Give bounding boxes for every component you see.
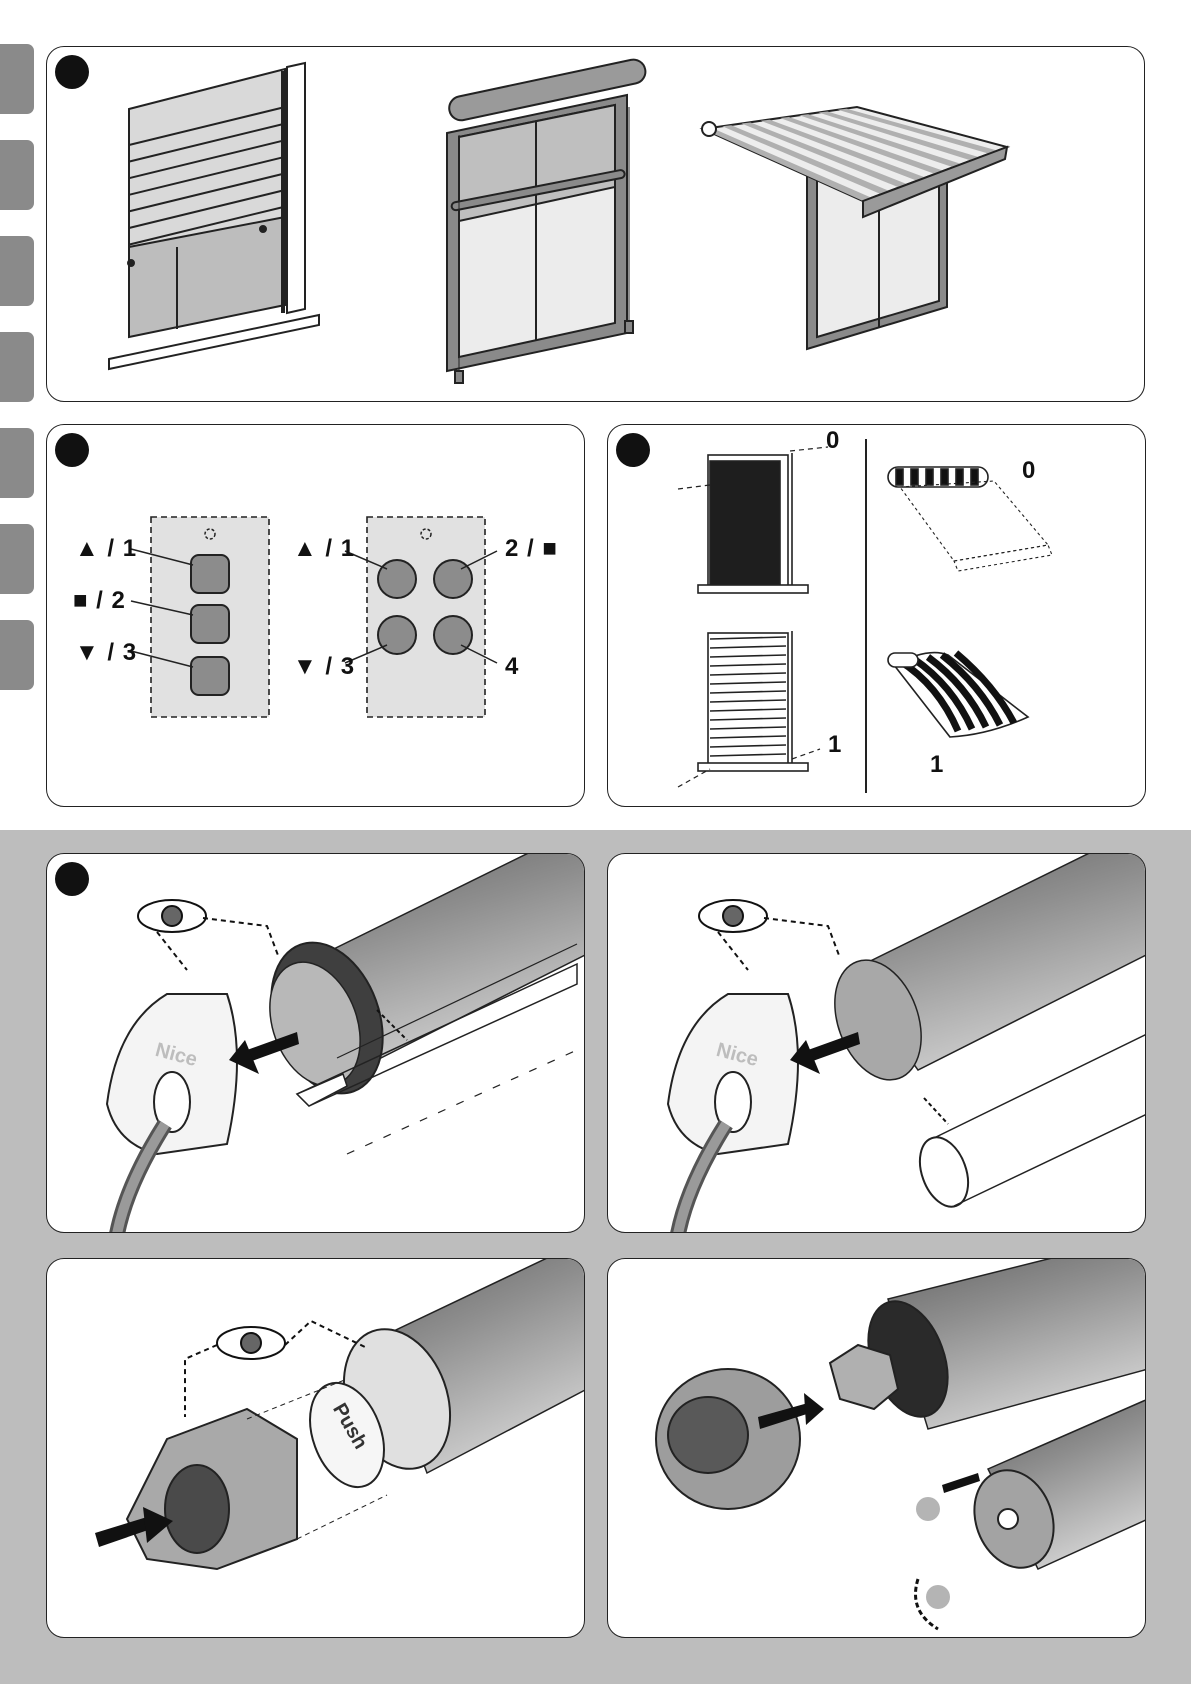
crown-adapter-illustration xyxy=(47,1259,585,1638)
single-button-up xyxy=(191,555,229,593)
panel-drive-wheel xyxy=(607,1258,1146,1638)
applications-illustration xyxy=(47,47,1145,402)
single-button-down xyxy=(191,657,229,695)
panel-motor-round: Nice xyxy=(607,853,1146,1233)
side-tab-3[interactable] xyxy=(0,236,34,306)
side-tab-6[interactable] xyxy=(0,524,34,594)
panel-remote-controls: ▲ / 1 ■ / 2 ▼ / 3 ▲ / 1 2 / ■ ▼ / 3 4 xyxy=(46,424,585,807)
roll-stripe xyxy=(941,469,948,485)
drive-adapter xyxy=(830,1345,898,1409)
label-quad-up: ▲ / 1 xyxy=(293,535,355,563)
quad-button-1 xyxy=(378,560,416,598)
indicator-dot-b xyxy=(926,1585,950,1609)
motor-round-illustration xyxy=(608,854,1146,1233)
label-shutter-top: 0 xyxy=(826,427,840,455)
side-tab-7[interactable] xyxy=(0,620,34,690)
side-tab-1[interactable] xyxy=(0,44,34,114)
direction-illustration xyxy=(608,425,1146,807)
panel-crown-adapter: Push xyxy=(46,1258,585,1638)
quad-button-3 xyxy=(378,616,416,654)
label-quad-four: 4 xyxy=(505,653,519,681)
drive-remove-arrow-icon xyxy=(942,1473,980,1493)
panel-applications xyxy=(46,46,1145,402)
label-single-up: ▲ / 1 xyxy=(75,535,137,563)
label-quad-stop: 2 / ■ xyxy=(505,535,558,563)
label-single-down: ▼ / 3 xyxy=(75,639,137,667)
awning-illustration xyxy=(702,107,1007,349)
roll-stripe xyxy=(926,469,933,485)
indicator-dot-a xyxy=(916,1497,940,1521)
motor-octagonal-illustration xyxy=(47,854,585,1233)
label-single-stop: ■ / 2 xyxy=(73,587,126,615)
roll-stripe xyxy=(911,469,918,485)
remotes-illustration xyxy=(47,425,585,807)
screen-blind-illustration xyxy=(447,57,648,383)
side-tab-5[interactable] xyxy=(0,428,34,498)
roller-shutter-illustration xyxy=(109,63,319,369)
drive-wheel-illustration xyxy=(608,1259,1146,1638)
round-tube-end xyxy=(911,1131,977,1214)
quad-remote-body xyxy=(367,517,485,717)
label-shutter-bottom: 1 xyxy=(828,731,842,759)
label-awning-bottom: 1 xyxy=(930,751,944,779)
label-awning-top: 0 xyxy=(1022,457,1036,485)
label-quad-down: ▼ / 3 xyxy=(293,653,355,681)
panel-motor-octagonal: Nice xyxy=(46,853,585,1233)
side-tab-2[interactable] xyxy=(0,140,34,210)
single-button-stop xyxy=(191,605,229,643)
roll-stripe xyxy=(896,469,903,485)
side-tab-4[interactable] xyxy=(0,332,34,402)
panel-direction: 0 1 0 1 xyxy=(607,424,1146,807)
